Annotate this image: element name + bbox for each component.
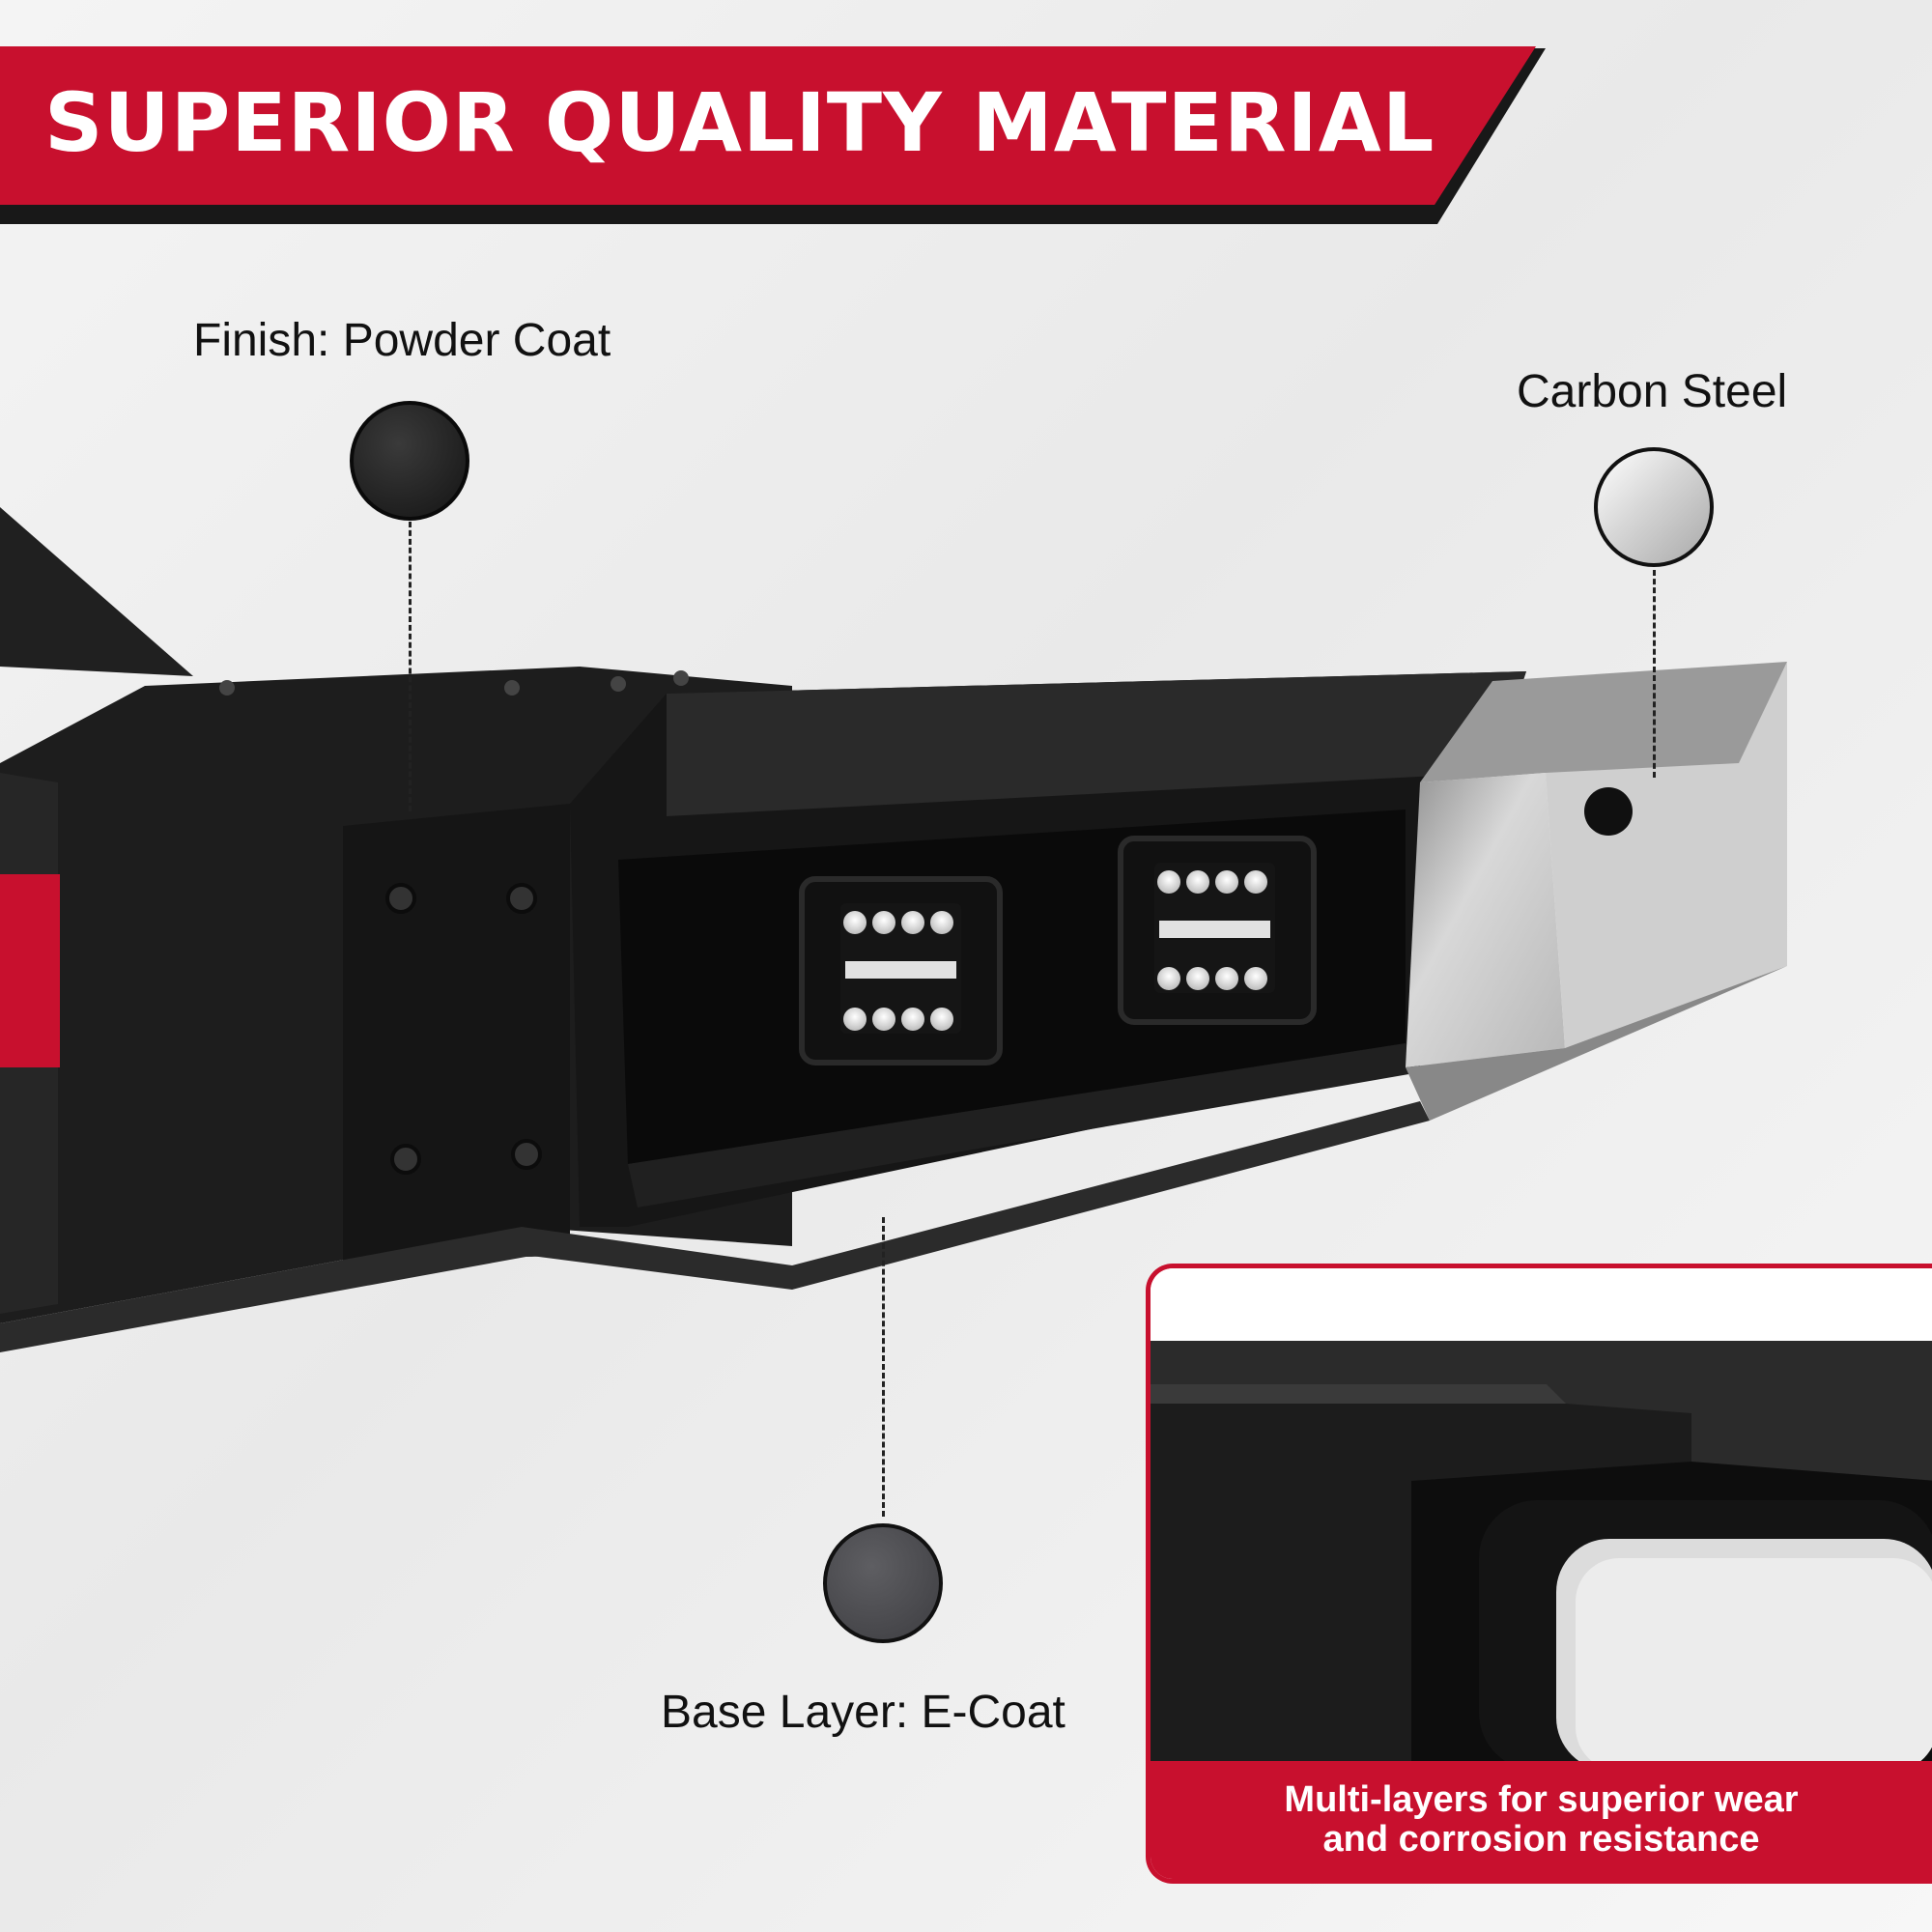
bolt-icon	[506, 883, 537, 914]
title-banner	[0, 46, 1536, 205]
inset-caption-band: Multi-layers for superior wear and corro…	[1151, 1761, 1932, 1879]
steel-leader	[1653, 570, 1656, 778]
base-label: Base Layer: E-Coat	[661, 1687, 1065, 1738]
reflector-light	[0, 874, 60, 1067]
bumper-illustration	[0, 507, 1787, 1352]
inset-caption: Multi-layers for superior wear and corro…	[1284, 1778, 1799, 1860]
bolt-icon	[511, 1139, 542, 1170]
finish-label: Finish: Powder Coat	[193, 315, 611, 366]
rivet-icon	[219, 680, 235, 696]
carbon-steel-swatch-icon	[1594, 447, 1714, 567]
base-leader	[882, 1217, 885, 1517]
rivet-icon	[611, 676, 626, 692]
layer-detail-inset: Multi-layers for superior wear and corro…	[1146, 1264, 1932, 1884]
finish-leader	[409, 522, 412, 811]
page-title: SUPERIOR QUALITY MATERIAL	[44, 75, 1435, 170]
powder-coat-swatch-icon	[350, 401, 469, 521]
rivet-icon	[504, 680, 520, 696]
bolt-icon	[390, 1144, 421, 1175]
e-coat-swatch-icon	[823, 1523, 943, 1643]
bolt-icon	[385, 883, 416, 914]
rivet-icon	[673, 670, 689, 686]
tow-hole	[1584, 787, 1633, 836]
steel-label: Carbon Steel	[1517, 366, 1788, 417]
layer-detail-illustration	[1151, 1268, 1932, 1771]
